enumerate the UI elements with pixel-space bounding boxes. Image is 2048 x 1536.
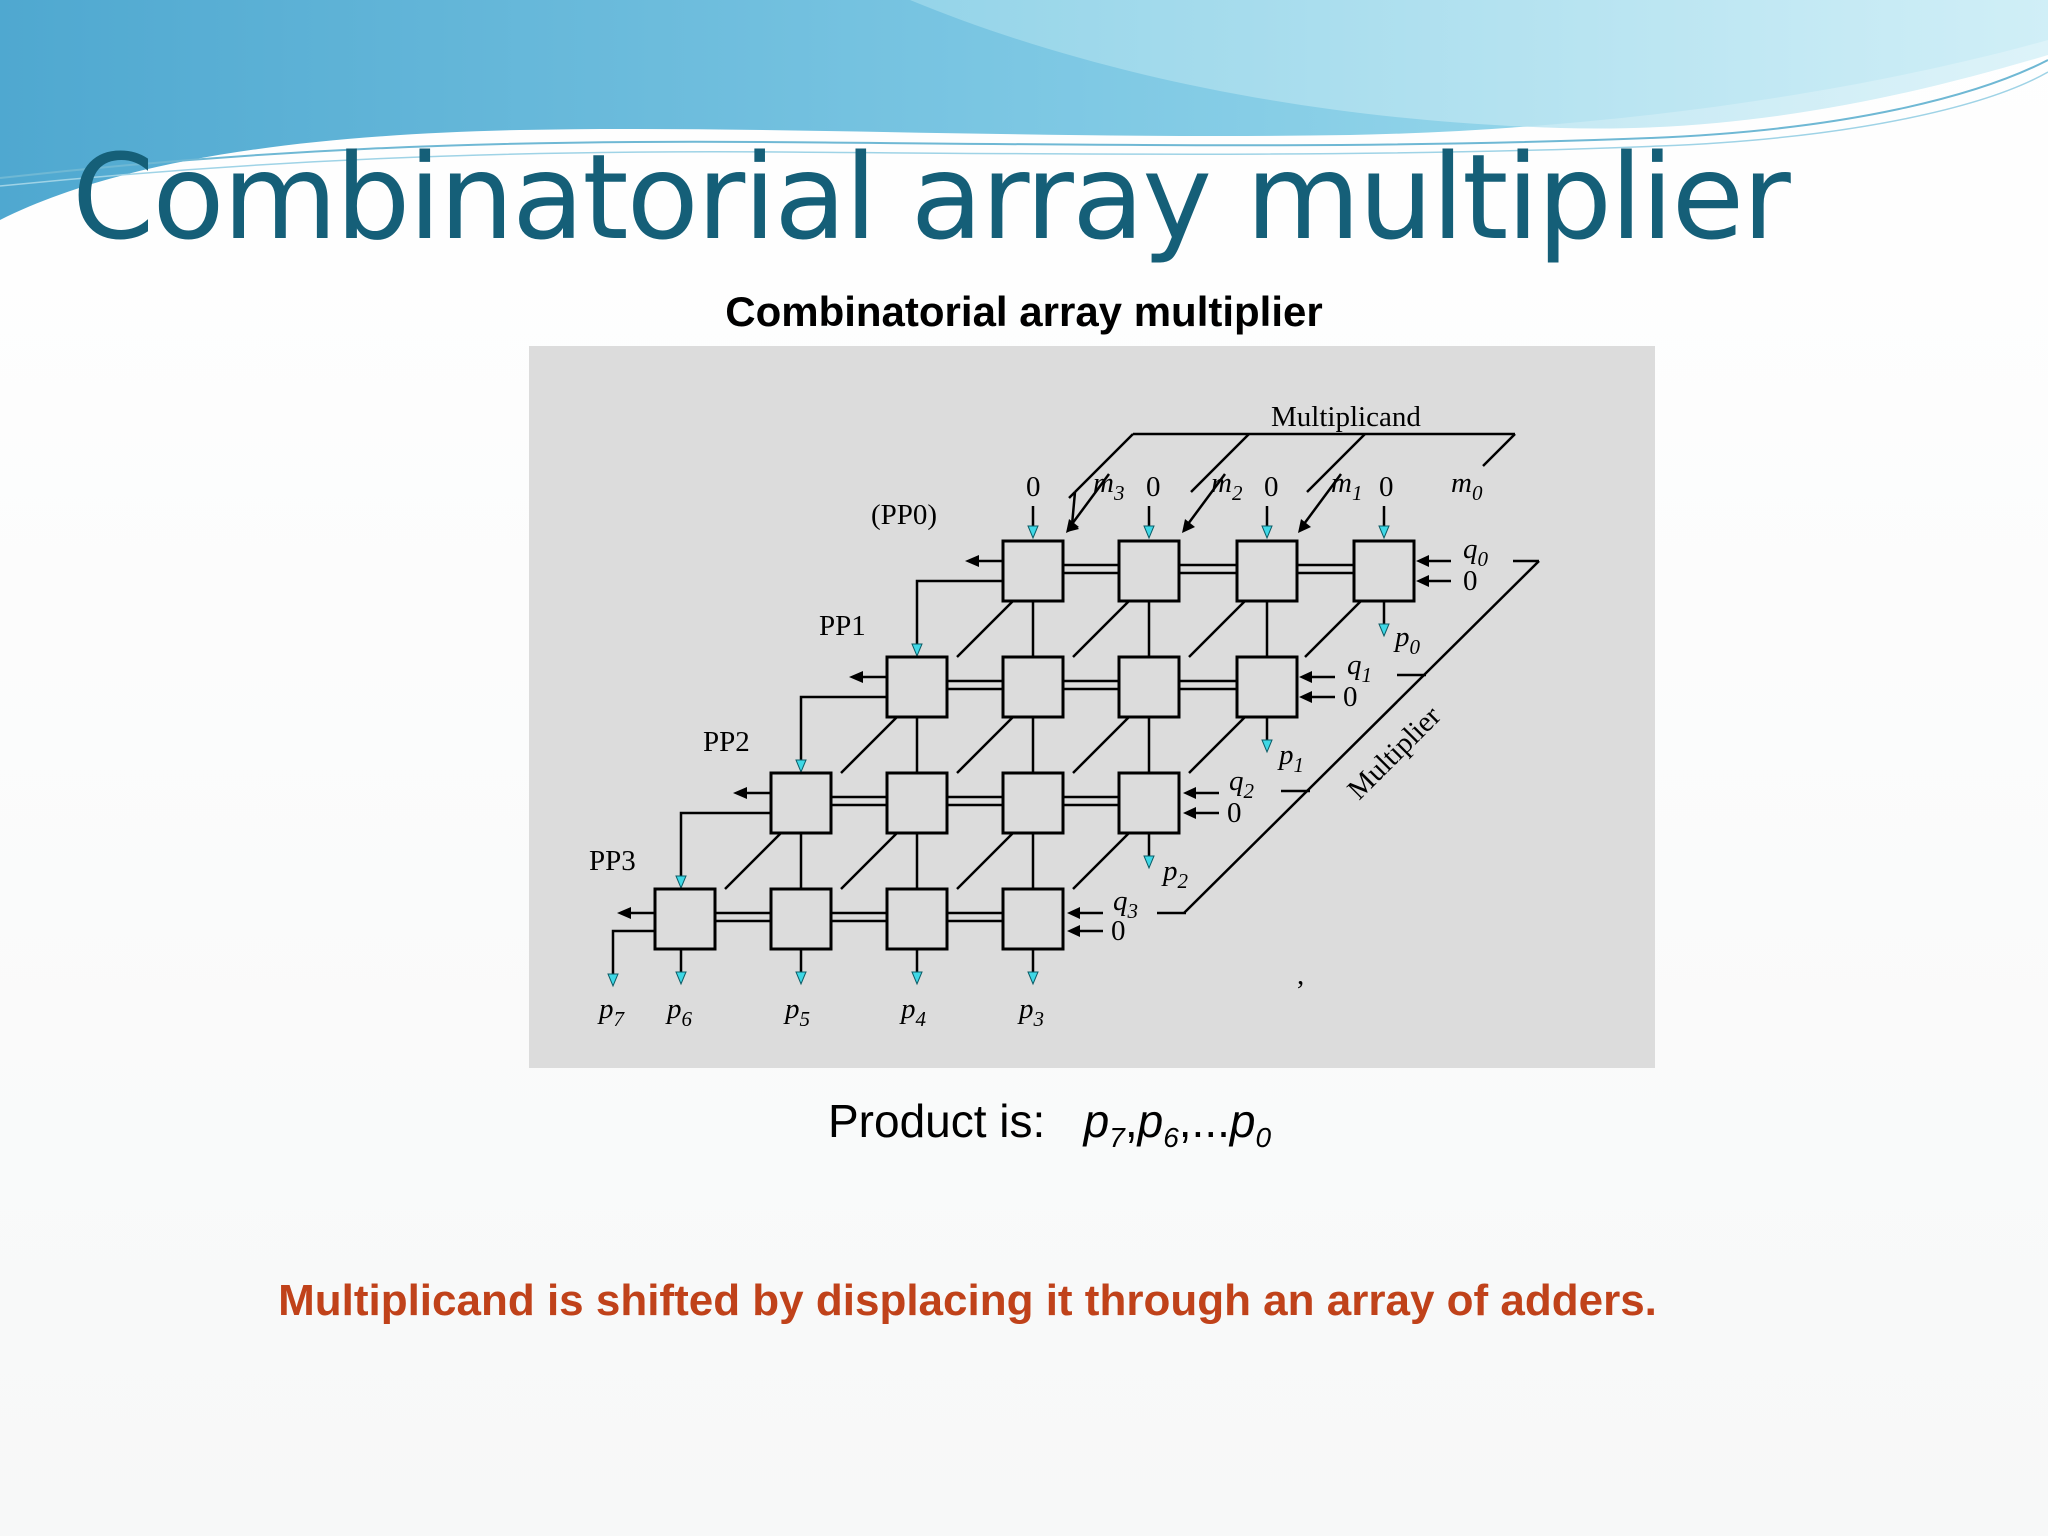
banner-wave-decoration <box>0 0 2048 220</box>
product-prefix: Product is: <box>828 1095 1046 1147</box>
multiplier-bus <box>1157 559 1540 915</box>
adder-cell <box>1001 539 1065 603</box>
adder-cell <box>1352 539 1416 603</box>
carry-lines <box>715 563 1354 923</box>
multiplier-bit-q1: q1 <box>1347 649 1372 687</box>
product-bit-p4: p4 <box>899 993 927 1031</box>
zero-label: 0 <box>1227 797 1242 829</box>
adder-cell <box>1117 539 1181 603</box>
multiplier-bit-q3: q3 <box>1113 885 1138 923</box>
zero-label: 0 <box>1026 471 1041 503</box>
product-bit-p2: p2 <box>1161 855 1189 893</box>
adder-cell <box>769 771 833 835</box>
adder-cell <box>885 655 949 719</box>
adder-cell <box>1235 655 1299 719</box>
zero-label: 0 <box>1379 471 1394 503</box>
adder-cell <box>1001 655 1065 719</box>
zero-label: 0 <box>1343 681 1358 713</box>
multiplicand-bit-m3: m3 <box>1093 467 1124 505</box>
pp3-label: PP3 <box>589 845 636 877</box>
zero-input-arrows <box>1027 506 1390 540</box>
pp1-label: PP1 <box>819 610 866 642</box>
multiplicand-bit-m1: m1 <box>1331 467 1362 505</box>
adder-cell <box>885 771 949 835</box>
adder-cell <box>1001 771 1065 835</box>
multiplier-bit-q2: q2 <box>1229 765 1255 803</box>
slide-title: Combinatorial array multiplier <box>72 128 1791 266</box>
zero-label: 0 <box>1264 471 1279 503</box>
multiplicand-label: Multiplicand <box>1271 401 1421 433</box>
vertical-wires <box>799 601 1269 889</box>
pp2-label: PP2 <box>703 726 750 758</box>
multiplicand-bus <box>1068 432 1516 499</box>
explanation-note: Multiplicand is shifted by displacing it… <box>278 1276 1657 1325</box>
adder-cell <box>1117 655 1181 719</box>
array-multiplier-diagram: Multiplicand Multiplier (PP0) PP1 PP2 PP… <box>529 346 1655 1068</box>
product-statement: Product is: p7,p6,...p0 <box>828 1095 1272 1154</box>
carry-out-wires <box>607 555 1003 988</box>
adder-cell <box>1235 539 1299 603</box>
zero-label: 0 <box>1146 471 1161 503</box>
multiplier-input-arrows <box>1067 555 1451 937</box>
stray-mark: , <box>1297 959 1304 991</box>
product-bit-p1: p1 <box>1277 739 1304 777</box>
pp0-label: (PP0) <box>871 499 937 531</box>
adder-cells <box>653 539 1416 951</box>
adder-cell <box>1117 771 1181 835</box>
zero-label: 0 <box>1463 565 1478 597</box>
multiplicand-input-arrows <box>1066 473 1343 533</box>
product-bit-p7: p7 <box>597 993 626 1031</box>
diagram-background <box>529 346 1655 1068</box>
multiplier-bit-q0: q0 <box>1463 533 1489 571</box>
multiplicand-bit-m0: m0 <box>1451 467 1483 505</box>
adder-cell <box>885 887 949 951</box>
product-bit-p5: p5 <box>783 993 810 1031</box>
adder-cell <box>1001 887 1065 951</box>
zero-label: 0 <box>1111 915 1126 947</box>
product-output-arrows <box>675 601 1390 986</box>
figure-caption: Combinatorial array multiplier <box>725 288 1323 335</box>
multiplicand-bit-m2: m2 <box>1211 467 1243 505</box>
product-bit-p0: p0 <box>1393 621 1421 659</box>
diagonal-wires <box>724 600 1362 890</box>
adder-cell <box>769 887 833 951</box>
product-bit-p3: p3 <box>1017 993 1044 1031</box>
adder-cell <box>653 887 717 951</box>
product-bit-p6: p6 <box>665 993 693 1031</box>
